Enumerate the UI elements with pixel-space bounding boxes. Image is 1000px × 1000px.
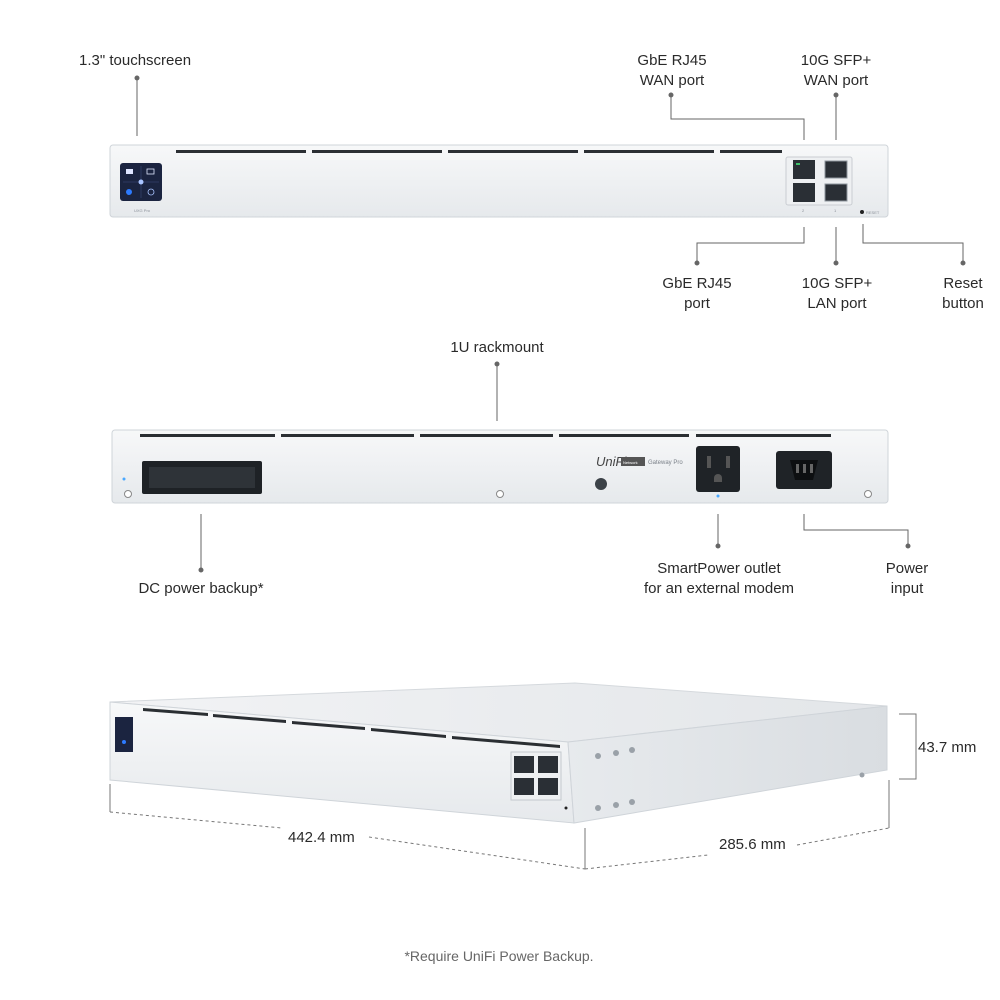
label-line: SmartPower outlet bbox=[657, 560, 781, 577]
ubiquiti-logo-icon bbox=[595, 478, 607, 490]
label-line: GbE RJ45 bbox=[662, 275, 732, 292]
power-input-label: Power input bbox=[886, 559, 929, 599]
lan-sfp-label: 10G SFP+ LAN port bbox=[802, 274, 872, 314]
port-number: 1 bbox=[834, 208, 837, 213]
label-line: WAN port bbox=[803, 72, 869, 89]
label-line: port bbox=[684, 295, 710, 312]
isometric-device bbox=[109, 682, 888, 824]
height-dimension: 43.7 mm bbox=[918, 739, 977, 756]
label-line: Reset bbox=[943, 275, 983, 292]
lan-rj45-label: GbE RJ45 port bbox=[662, 274, 731, 314]
reset-label: Reset button bbox=[942, 274, 984, 314]
dimension-lines bbox=[109, 713, 917, 870]
label-line: LAN port bbox=[807, 295, 867, 312]
smartpower-outlet[interactable] bbox=[696, 446, 740, 492]
width-dimension: 442.4 mm bbox=[288, 829, 355, 846]
lan-rj45-port[interactable] bbox=[793, 183, 815, 202]
dc-backup-label: DC power backup* bbox=[138, 580, 264, 597]
wan-rj45-label: GbE RJ45 WAN port bbox=[637, 51, 706, 91]
label-line: input bbox=[890, 580, 924, 597]
wan-sfp-port[interactable] bbox=[824, 160, 848, 179]
label-line: 10G SFP+ bbox=[800, 52, 872, 69]
brand-product: Gateway Pro bbox=[648, 460, 683, 466]
depth-dimension: 285.6 mm bbox=[719, 836, 786, 853]
front-port-cluster bbox=[785, 156, 853, 206]
front-panel: UXG Pro 2 1 RESET bbox=[109, 144, 889, 218]
power-input-socket[interactable] bbox=[776, 451, 832, 489]
wan-rj45-port[interactable] bbox=[793, 160, 815, 179]
label-line: for an external modem bbox=[643, 580, 795, 597]
touchscreen-label: 1.3" touchscreen bbox=[79, 52, 192, 69]
label-line: button bbox=[942, 295, 984, 312]
label-line: WAN port bbox=[639, 72, 705, 89]
rear-callouts bbox=[198, 361, 911, 573]
label-line: GbE RJ45 bbox=[637, 52, 707, 69]
brand-badge: Network bbox=[623, 460, 638, 465]
reset-button[interactable] bbox=[860, 210, 864, 214]
model-tag: UXG Pro bbox=[134, 208, 151, 213]
wan-sfp-label: 10G SFP+ WAN port bbox=[801, 51, 871, 91]
label-line: 10G SFP+ bbox=[801, 275, 873, 292]
footnote: *Require UniFi Power Backup. bbox=[404, 948, 594, 964]
port-number: 2 bbox=[802, 208, 805, 213]
label-line: Power bbox=[885, 560, 929, 577]
touchscreen-display[interactable] bbox=[120, 163, 162, 201]
rackmount-label: 1U rackmount bbox=[450, 339, 544, 356]
brand-logo-text: UniFi bbox=[596, 454, 627, 469]
lan-sfp-port[interactable] bbox=[824, 183, 848, 202]
smartpower-label: SmartPower outlet for an external modem bbox=[644, 559, 794, 599]
front-callouts bbox=[134, 75, 966, 266]
dc-backup-connector[interactable] bbox=[142, 461, 262, 494]
reset-tag: RESET bbox=[866, 210, 880, 215]
rear-panel: UniFi Network Gateway Pro bbox=[111, 429, 889, 504]
